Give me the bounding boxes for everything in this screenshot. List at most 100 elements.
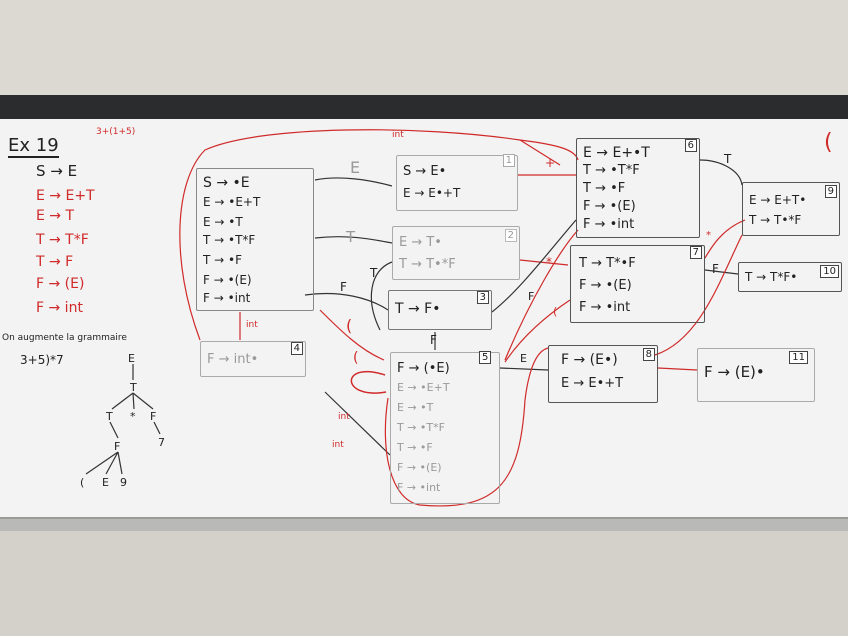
state-item: S → •E [203, 175, 250, 191]
red-note: 3+(1+5) [96, 127, 136, 137]
state-item: T → T*•F [579, 256, 636, 271]
state-2: E → T• T → T•*F 2 [392, 226, 520, 280]
note-expression: 3+5)*7 [20, 353, 64, 367]
state-number: 6 [684, 139, 697, 152]
state-4: F → int• 4 [200, 341, 306, 377]
state-11: F → (E)• 11 [697, 348, 815, 402]
state-number: 5 [479, 351, 492, 364]
state-item: F → •int [583, 217, 635, 232]
whiteboard [0, 119, 848, 519]
edge-label: T [724, 152, 732, 166]
tree-node: ( [80, 476, 85, 489]
state-8: F → (E•) E → E•+T 8 [548, 345, 658, 403]
tree-node: * [130, 410, 136, 423]
state-10: T → T*F• 10 [738, 262, 842, 292]
edge-label: E [350, 158, 361, 177]
state-number: 9 [824, 185, 837, 198]
tree-node: 7 [158, 436, 165, 449]
edge-label: T [346, 228, 356, 246]
edge-label: F [528, 290, 535, 303]
state-item: T → F• [395, 301, 441, 317]
state-item: F → (•E) [397, 361, 450, 376]
state-item: F → •(E) [397, 461, 442, 474]
edge-label: ( [553, 305, 558, 318]
state-number: 2 [504, 229, 517, 242]
wall-bottom [0, 531, 848, 636]
state-item: T → T*F• [745, 270, 798, 284]
edge-label: int [246, 320, 258, 330]
edge-label: ( [353, 350, 359, 366]
state-number: 1 [502, 154, 515, 167]
tree-node: E [128, 352, 135, 365]
rule: T → T*F [36, 232, 89, 248]
state-3: T → F• 3 [388, 290, 492, 330]
state-item: E → E+T• [749, 193, 807, 207]
rule: E → T [36, 208, 75, 224]
exercise-title: Ex 19 [8, 135, 59, 158]
state-number: 3 [476, 291, 489, 304]
state-number: 10 [820, 265, 839, 278]
state-item: E → E•+T [561, 376, 624, 391]
state-item: T → •T*F [583, 163, 640, 178]
board-frame [0, 95, 848, 119]
marker-tray [0, 517, 848, 533]
edge-label: F [430, 333, 437, 347]
edge-label: F [340, 280, 347, 294]
edge-label: T [370, 266, 378, 280]
edge-label: int [332, 440, 344, 450]
state-item: E → •T [203, 215, 243, 229]
state-number: 11 [789, 351, 808, 364]
state-number: 8 [642, 348, 655, 361]
state-item: E → E•+T [403, 186, 461, 200]
state-item: F → •(E) [203, 273, 252, 287]
state-item: S → E• [403, 164, 447, 179]
state-item: F → •(E) [583, 199, 636, 214]
note-line: On augmente la grammaire [2, 333, 127, 343]
state-7: T → T*•F F → •(E) F → •int 7 [570, 245, 705, 323]
edge-label: F [712, 262, 719, 276]
tree-node: E [102, 476, 109, 489]
state-item: E → •T [397, 401, 434, 414]
state-5: F → (•E) E → •E+T E → •T T → •T*F T → •F… [390, 351, 500, 504]
edge-label: E [520, 352, 527, 365]
rule: F → (E) [36, 276, 85, 292]
state-number: 7 [689, 246, 702, 259]
state-number: 4 [290, 342, 303, 355]
state-item: T → •F [203, 253, 242, 267]
edge-label: ( [824, 130, 833, 155]
state-item: F → int• [207, 352, 259, 367]
state-item: F → •int [397, 481, 441, 494]
state-item: T → •T*F [203, 233, 256, 247]
state-item: F → •int [203, 291, 251, 305]
state-item: E → •E+T [397, 381, 450, 394]
rule: E → E+T [36, 188, 95, 204]
state-item: F → •int [579, 300, 631, 315]
state-item: F → •(E) [579, 278, 632, 293]
edge-label: * [546, 255, 552, 269]
state-item: T → •T*F [397, 421, 445, 434]
state-item: T → •F [583, 181, 626, 196]
state-6: E → E+•T T → •T*F T → •F F → •(E) F → •i… [576, 138, 700, 238]
tree-node: 9 [120, 476, 127, 489]
edge-label: + [545, 156, 556, 170]
rule: T → F [36, 254, 74, 270]
rule: F → int [36, 300, 83, 316]
state-item: T → T•*F [399, 257, 456, 272]
tree-node: F [114, 440, 121, 453]
wall-top [0, 0, 848, 95]
state-item: F → (E)• [704, 363, 765, 381]
state-item: E → •E+T [203, 195, 261, 209]
edge-label: int [338, 412, 350, 422]
state-item: E → E+•T [583, 145, 650, 161]
tree-node: F [150, 410, 157, 423]
state-1: S → E• E → E•+T 1 [396, 154, 518, 211]
state-item: E → T• [399, 235, 442, 250]
tree-node: T [106, 410, 113, 423]
tree-node: T [130, 381, 137, 394]
state-0: S → •E E → •E+T E → •T T → •T*F T → •F F… [196, 168, 314, 311]
rule: S → E [36, 162, 78, 180]
state-item: F → (E•) [561, 352, 618, 368]
edge-label: * [706, 230, 711, 241]
state-item: T → T•*F [749, 213, 802, 227]
